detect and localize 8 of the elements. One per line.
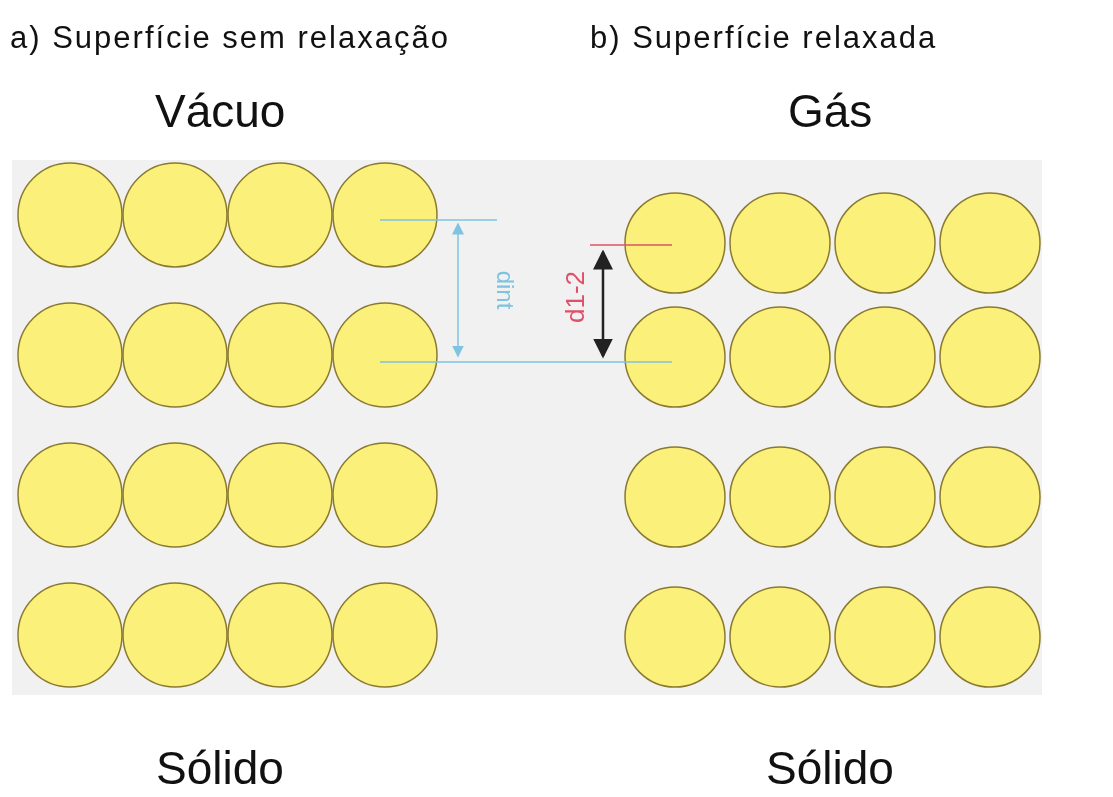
panel-caption: b) Superfície relaxada — [590, 22, 938, 53]
region-label: Gás — [788, 88, 873, 134]
dimension-label: d1-2 — [562, 271, 588, 323]
region-label: Sólido — [766, 745, 894, 791]
panel-caption: a) Superfície sem relaxação — [10, 22, 450, 53]
region-label: Sólido — [156, 745, 284, 791]
region-label: Vácuo — [155, 88, 286, 134]
dimension-label: dint — [492, 270, 517, 310]
